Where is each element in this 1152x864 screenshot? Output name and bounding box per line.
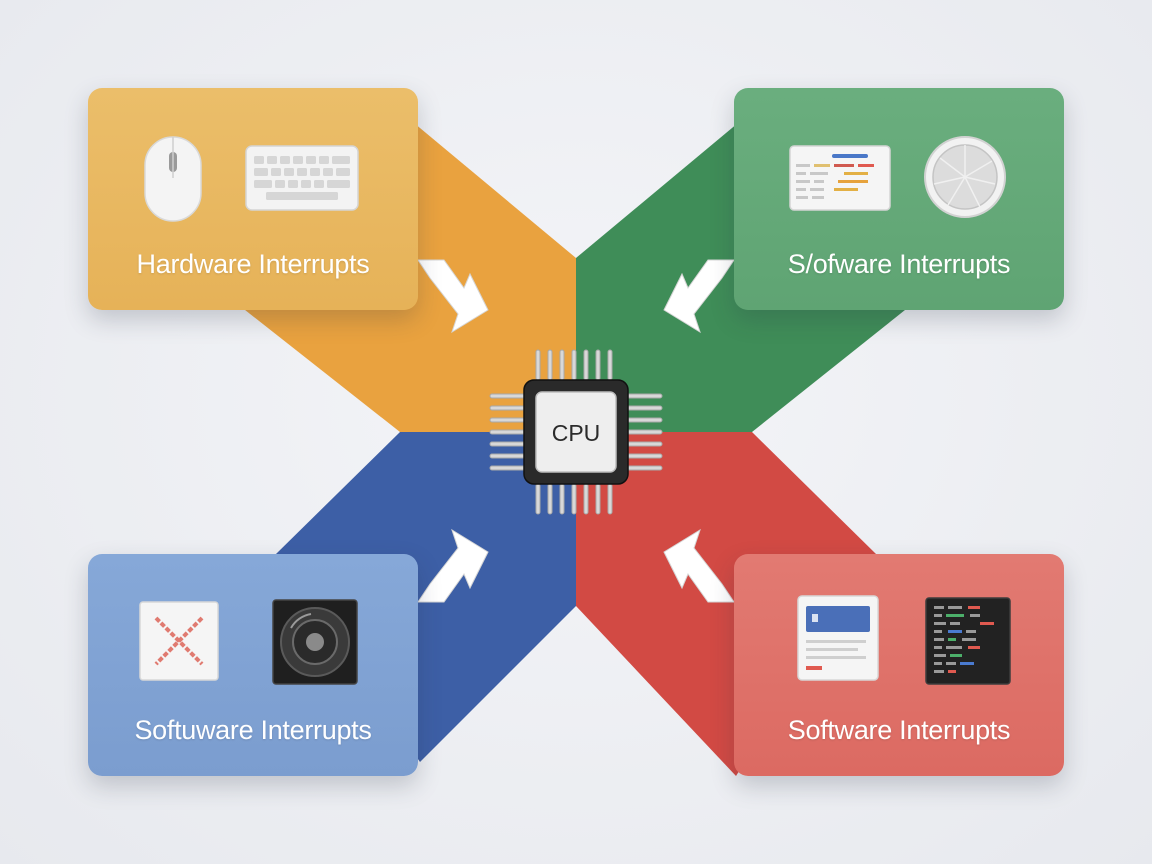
card-software-interrupts-3: Software Interrupts	[734, 554, 1064, 776]
error-x-icon	[138, 600, 220, 682]
card-title: Software Interrupts	[787, 715, 1011, 745]
card-title: S/ofware Interrupts	[787, 249, 1011, 279]
card-title: Hardware Interrupts	[136, 249, 370, 279]
card-software-interrupts-2: Softuware Interrupts	[88, 554, 418, 776]
terminal-icon	[924, 596, 1012, 686]
band-bottom-right	[576, 432, 876, 776]
keyboard-icon	[244, 144, 360, 212]
arrow-top-right-icon	[663, 259, 735, 334]
cpu-label: CPU	[551, 420, 601, 446]
card-hardware-interrupts: Hardware Interrupts	[88, 88, 418, 310]
card-title: Softuware Interrupts	[134, 715, 372, 745]
cpu-chip: CPU	[486, 346, 666, 518]
arrow-bottom-right-icon	[663, 528, 735, 603]
code-window-icon	[788, 144, 892, 212]
document-icon	[796, 594, 880, 682]
disk-icon	[922, 134, 1008, 220]
card-software-interrupts-1: S/ofware Interrupts	[734, 88, 1064, 310]
arrow-bottom-left-icon	[417, 528, 489, 603]
arrow-top-left-icon	[417, 259, 489, 334]
mouse-icon	[142, 134, 204, 224]
speaker-icon	[271, 598, 359, 686]
